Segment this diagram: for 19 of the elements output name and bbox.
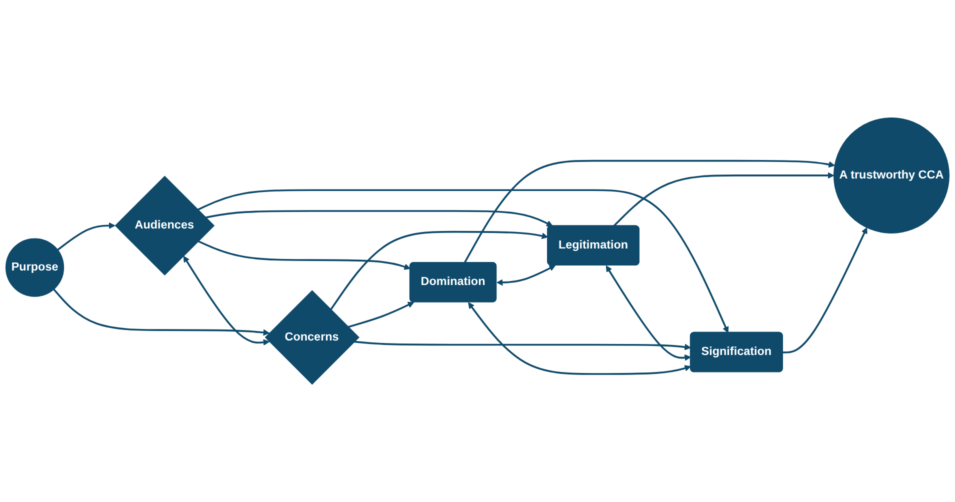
arrow: [53, 288, 270, 336]
arrow: [183, 256, 270, 346]
node-circle: Purpose: [6, 238, 64, 297]
arrow: [782, 227, 868, 354]
arrow: [606, 265, 691, 361]
arrow: [468, 302, 691, 375]
arrow: [354, 340, 691, 350]
arrow: [198, 240, 410, 270]
arrow: [348, 302, 414, 328]
arrow: [330, 230, 548, 310]
arrow: [464, 160, 835, 264]
node-diamond: Concerns: [264, 290, 360, 385]
arrow: [197, 189, 729, 333]
arrow: [496, 265, 556, 286]
arrow: [206, 210, 553, 226]
node-circle: A trustworthy CCA: [833, 117, 950, 234]
node-diamond: Audiences: [114, 176, 215, 276]
arrow: [613, 172, 834, 227]
arrow: [57, 222, 116, 251]
